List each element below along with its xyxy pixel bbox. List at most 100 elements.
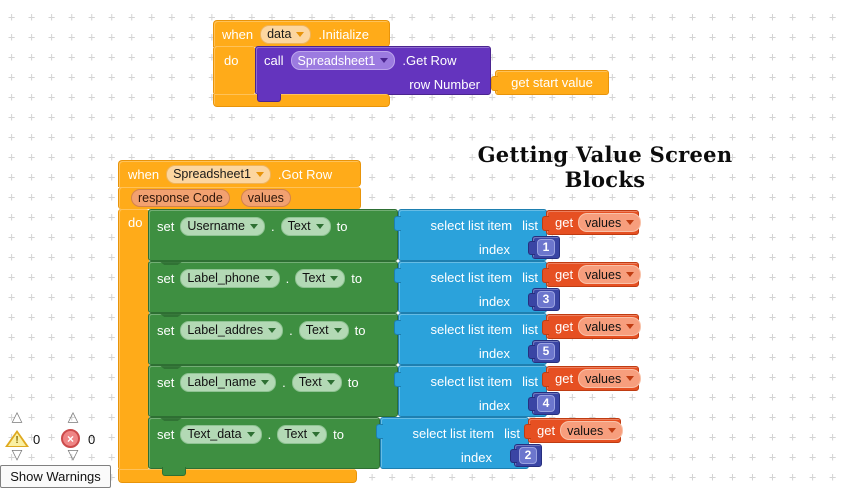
dropdown-value: Spreadsheet1 [173,167,251,181]
when-data-initialize-block[interactable]: when data .Initialize [213,20,390,47]
component-dropdown[interactable]: Username [180,216,266,236]
get-variable-block[interactable]: get values [542,262,642,287]
component-dropdown[interactable]: Label_addres [180,320,284,340]
variable-dropdown[interactable]: values [578,369,642,388]
set-label: set [157,374,175,390]
dropdown-value: Text [305,323,329,337]
param-values[interactable]: values [240,189,291,207]
dot-label: . [289,322,293,338]
block-notch [159,313,183,317]
index-label: index [478,397,510,413]
variable-dropdown[interactable]: values [560,421,624,440]
number-field[interactable]: 1 [536,239,556,256]
show-warnings-button[interactable]: Show Warnings [0,465,111,488]
when-spreadsheet-gotrow-block[interactable]: when Spreadsheet1 .Got Row [118,160,361,187]
select-list-item-block[interactable]: select list item list index [394,209,547,261]
when-gotrow-footer [118,469,357,483]
when-label: when [222,26,254,42]
index-label: index [478,345,510,361]
property-dropdown[interactable]: Text [280,216,331,236]
warning-icon[interactable]: ! [5,430,29,447]
chevron-down-icon [333,327,342,333]
number-field[interactable]: 2 [518,447,538,464]
block-notch [159,365,183,369]
dropdown-value: Label_name [187,375,257,389]
dropdown-value: Text [298,375,322,389]
get-variable-block[interactable]: get values [542,366,642,391]
call-label: call [264,53,284,68]
select-list-item-block[interactable]: select list item list index [394,313,547,365]
select-list-item-label: select list item [430,270,513,285]
get-variable-block[interactable]: get values [524,418,624,443]
chevron-down-icon [268,327,277,333]
block-connector-tab [162,467,186,476]
variable-dropdown[interactable]: values [578,317,642,336]
set-property-block[interactable]: set Label_name . Text to [148,365,398,417]
chevron-down-icon [608,428,617,433]
get-variable-block[interactable]: get values [542,314,642,339]
set-property-block[interactable]: set Text_data . Text to [148,417,380,469]
method-label: .Get Row [402,53,457,68]
component-dropdown[interactable]: Label_name [180,372,277,392]
property-dropdown[interactable]: Text [291,372,342,392]
variable-dropdown[interactable]: values [578,265,642,284]
chevron-down-icon [255,171,264,177]
errors-up-arrow-button[interactable]: △ [67,408,79,424]
warnings-down-arrow-button[interactable]: ▽ [11,446,23,462]
number-block[interactable]: 3 [528,288,560,311]
to-label: to [333,426,344,442]
to-label: to [336,218,348,234]
number-field[interactable]: 4 [536,395,556,412]
warning-exclamation: ! [15,435,19,446]
chevron-down-icon [246,431,255,437]
page-title: Getting Value Screen Blocks [477,142,733,192]
number-field[interactable]: 5 [536,343,556,360]
set-property-block[interactable]: set Label_addres . Text to [148,313,398,365]
call-spreadsheet-getrow-block[interactable]: call Spreadsheet1 .Get Row row Number [255,46,491,95]
select-list-item-block[interactable]: select list item list index [394,365,547,417]
dropdown-value: Label_phone [187,271,260,285]
when-gotrow-do-slot: do [118,209,149,470]
select-list-item-label: select list item [430,322,513,337]
number-block[interactable]: 1 [528,236,560,259]
number-field[interactable]: 3 [536,291,556,308]
param-response-code[interactable]: response Code [131,189,230,207]
warnings-up-arrow-button[interactable]: △ [11,408,23,424]
property-dropdown[interactable]: Text [298,320,349,340]
list-label: list [504,426,520,441]
property-dropdown[interactable]: Text [295,268,346,288]
set-property-block[interactable]: set Label_phone . Text to [148,261,398,313]
component-dropdown[interactable]: Text_data [180,424,262,444]
chevron-down-icon [264,275,273,281]
dropdown-value: Text [287,219,311,233]
chevron-down-icon [626,220,635,225]
get-start-value-block[interactable]: get start value [491,70,609,95]
variable-dropdown[interactable]: values [578,213,642,232]
component-dropdown[interactable]: Label_phone [180,268,280,288]
when-data-initialize-do-slot: do [213,46,255,95]
dropdown-value: values [585,371,622,386]
dot-label: . [285,270,290,286]
select-list-item-block[interactable]: select list item list index [394,261,547,313]
dropdown-value: Label_addres [187,323,264,337]
component-dropdown-spreadsheet[interactable]: Spreadsheet1 [166,164,271,184]
errors-down-arrow-button[interactable]: ▽ [67,446,79,462]
property-dropdown[interactable]: Text [277,424,328,444]
number-block[interactable]: 2 [510,444,542,467]
set-property-block[interactable]: set Username . Text to [148,209,398,261]
when-data-initialize-footer [213,94,390,107]
dropdown-value: data [267,27,292,41]
select-list-item-label: select list item [412,426,495,441]
number-block[interactable]: 5 [528,340,560,363]
set-label: set [157,270,175,286]
error-icon[interactable]: × [61,429,80,448]
select-list-item-block[interactable]: select list item list index [376,417,529,469]
get-variable-block[interactable]: get values [542,210,642,235]
dropdown-value: Text [302,271,326,285]
component-dropdown-data[interactable]: data [260,24,312,44]
number-block[interactable]: 4 [528,392,560,415]
chevron-down-icon [315,223,324,229]
component-dropdown-spreadsheet[interactable]: Spreadsheet1 [290,51,396,70]
warning-count: 0 [33,432,41,447]
